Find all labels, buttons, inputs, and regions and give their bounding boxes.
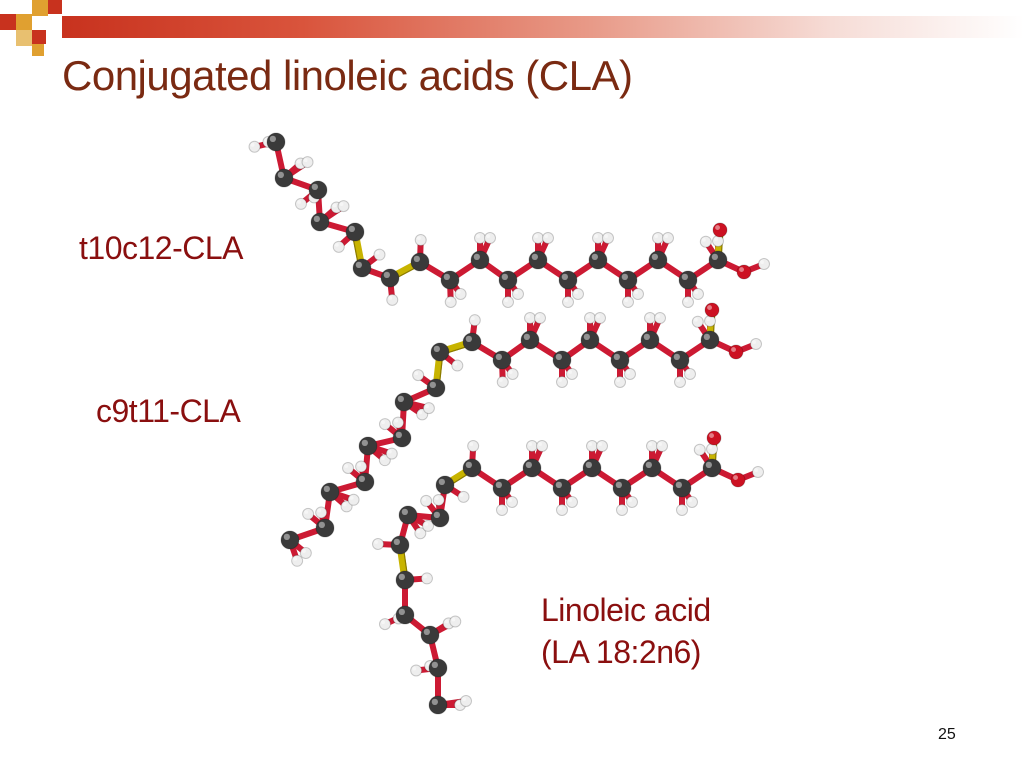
- header-gradient-bar: [62, 16, 1024, 38]
- molecule-c9t11-cla: [280, 302, 762, 567]
- label-linoleic-acid-formula: (LA 18:2n6): [541, 634, 701, 670]
- slide-title: Conjugated linoleic acids (CLA): [62, 52, 633, 99]
- label-t10c12-cla: t10c12-CLA: [79, 230, 243, 266]
- molecule-t10c12-cla: [248, 132, 770, 308]
- page-number: 25: [938, 726, 956, 743]
- label-linoleic-acid-name: Linoleic acid: [541, 592, 711, 628]
- molecule-linoleic-acid: [372, 430, 764, 715]
- corner-decoration: [0, 0, 62, 56]
- label-linoleic-acid: Linoleic acid (LA 18:2n6): [541, 589, 711, 673]
- label-c9t11-cla: c9t11-CLA: [96, 393, 241, 429]
